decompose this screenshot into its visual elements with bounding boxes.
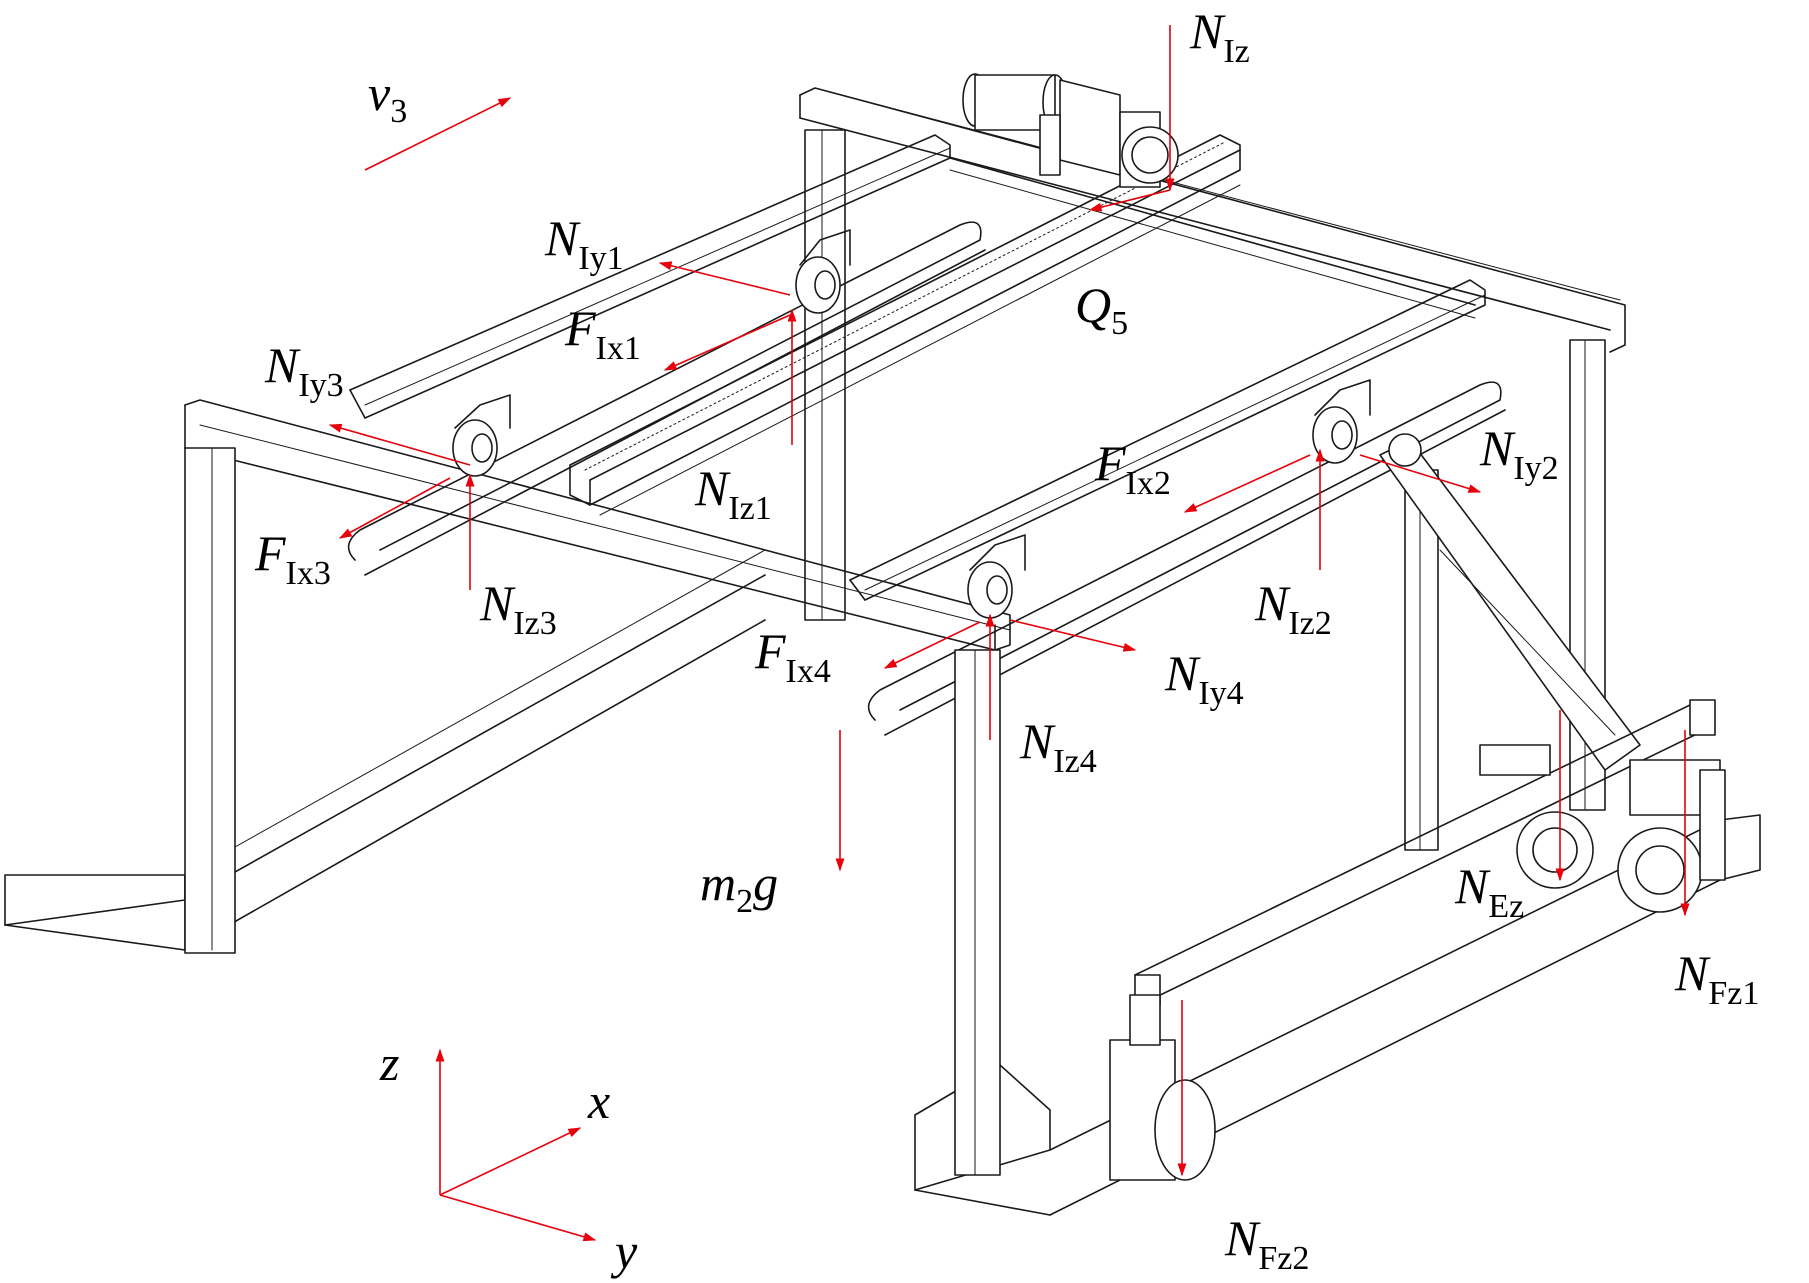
label-NIy4: NIy4	[1164, 645, 1244, 712]
front-left-post	[184, 447, 236, 954]
label-m2g: m2g	[700, 855, 778, 920]
wheel-truck-F1	[1617, 759, 1726, 913]
gear-rack	[569, 134, 1241, 516]
left-base-rail	[4, 549, 766, 951]
label-NIz: NIz	[1189, 3, 1250, 70]
label-axis-z: z	[379, 1035, 399, 1091]
arrow-Q5	[1088, 189, 1171, 212]
label-NEz: NEz	[1454, 858, 1524, 925]
label-FIx4: FIx4	[754, 623, 831, 690]
labels: v3 NIz NIy1 FIx1 Q5 NIy3 NIz1 FIx2 NIy2 …	[254, 3, 1759, 1279]
label-FIx3: FIx3	[254, 525, 331, 592]
label-NFz1: NFz1	[1674, 945, 1759, 1012]
label-NIy3: NIy3	[264, 337, 344, 404]
arrow-axis-y	[439, 1194, 597, 1242]
left-rear-post	[804, 129, 846, 621]
arrow-v3	[364, 97, 512, 171]
hydraulic-strut	[1379, 433, 1641, 771]
label-NIz3: NIz3	[479, 575, 557, 642]
label-v3: v3	[368, 65, 407, 130]
label-NIz2: NIz2	[1254, 575, 1332, 642]
right-longitudinal-beam	[849, 279, 1486, 601]
label-NFz2: NFz2	[1224, 1210, 1309, 1277]
left-longitudinal-beam	[349, 134, 951, 419]
label-axis-y: y	[610, 1223, 638, 1279]
arrow-FIx4	[883, 621, 981, 669]
arrow-NIy1	[658, 261, 791, 296]
label-NIz4: NIz4	[1019, 713, 1097, 780]
gantry-frame	[4, 73, 1761, 1216]
arrow-NIy3	[328, 423, 471, 466]
roller-2	[1312, 379, 1371, 464]
roller-1	[795, 229, 851, 314]
left-guide-rail	[347, 221, 986, 576]
label-FIx2: FIx2	[1094, 435, 1171, 502]
label-Q5: Q5	[1075, 277, 1128, 342]
roller-3	[452, 394, 511, 477]
front-right-post	[954, 649, 1001, 1176]
label-NIy2: NIy2	[1479, 420, 1559, 487]
rear-top-beam	[799, 87, 1626, 353]
arrow-FIx2	[1183, 454, 1311, 513]
label-NIz1: NIz1	[694, 460, 772, 527]
arrow-FIx1	[663, 314, 791, 371]
wheel-truck-F2	[1109, 994, 1216, 1181]
force-arrows	[328, 25, 1690, 1242]
label-FIx1: FIx1	[564, 300, 641, 367]
middle-cross-member	[949, 157, 1476, 319]
arrow-NIy2	[1359, 454, 1482, 493]
label-axis-x: x	[587, 1073, 610, 1129]
arrow-NIy4	[1009, 619, 1137, 652]
arrow-FIx3	[338, 477, 451, 539]
wheel-truck-E	[1479, 744, 1594, 889]
arrow-axis-x	[439, 1127, 582, 1196]
front-top-beam	[184, 399, 1011, 651]
motor-assembly	[962, 73, 1179, 188]
label-NIy1: NIy1	[544, 210, 624, 277]
